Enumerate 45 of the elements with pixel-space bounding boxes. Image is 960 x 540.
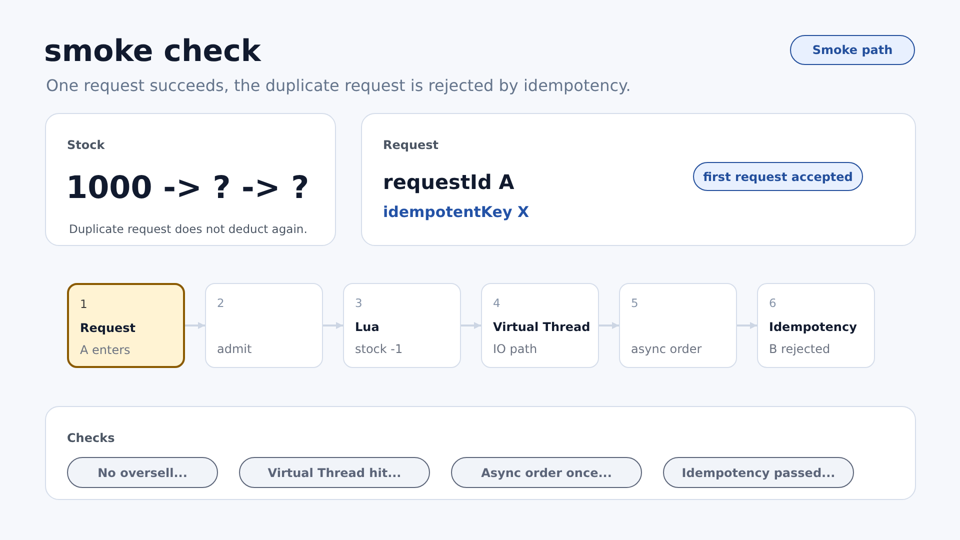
- step-detail: IO path: [493, 342, 538, 356]
- subtitle: One request succeeds, the duplicate request is rejected by idempotency.: [46, 76, 631, 96]
- arrow: [323, 322, 343, 329]
- step-detail: A enters: [80, 343, 130, 358]
- step-number: 4: [493, 297, 500, 311]
- card-heading: Request: [383, 138, 439, 152]
- step-number: 6: [769, 297, 776, 311]
- status-tag: first request accepted: [693, 162, 863, 191]
- stock-card: [45, 113, 336, 246]
- page-title: smoke check: [44, 34, 261, 70]
- arrow: [737, 322, 757, 329]
- step-card: [343, 283, 461, 368]
- step-title: Idempotency: [769, 320, 857, 334]
- card-heading: Stock: [67, 138, 105, 152]
- arrow: [599, 322, 619, 329]
- step-number: 2: [217, 297, 224, 311]
- idempotent-key: idempotentKey X: [383, 203, 530, 221]
- request-card: [361, 113, 916, 246]
- check-tag: Virtual Thread hit...: [239, 457, 430, 488]
- arrow: [185, 322, 205, 329]
- step-title: Lua: [355, 320, 380, 334]
- step-number: 1: [80, 298, 88, 312]
- check-tag: Async order once...: [451, 457, 642, 488]
- stock-value: 1000 -> ? -> ?: [66, 170, 310, 208]
- step-card: [481, 283, 599, 368]
- step-card: [757, 283, 875, 368]
- step-title: Virtual Thread: [493, 320, 590, 334]
- request-id: requestId A: [383, 170, 514, 194]
- step-card: [619, 283, 737, 368]
- step-card: [205, 283, 323, 368]
- step-detail: B rejected: [769, 342, 830, 356]
- arrow: [461, 322, 481, 329]
- check-tag: No oversell...: [67, 457, 218, 488]
- step-detail: async order: [631, 342, 702, 356]
- step-number: 3: [355, 297, 362, 311]
- checks-card: [45, 406, 916, 500]
- note-text: Duplicate request does not deduct again.: [69, 223, 308, 237]
- step-card: [67, 283, 185, 368]
- step-detail: admit: [217, 342, 252, 356]
- step-detail: stock -1: [355, 342, 403, 356]
- step-number: 5: [631, 297, 638, 311]
- card-heading: Checks: [67, 431, 115, 446]
- step-title: Request: [80, 321, 136, 336]
- status-tag: Smoke path: [790, 35, 915, 65]
- check-tag: Idempotency passed...: [663, 457, 854, 488]
